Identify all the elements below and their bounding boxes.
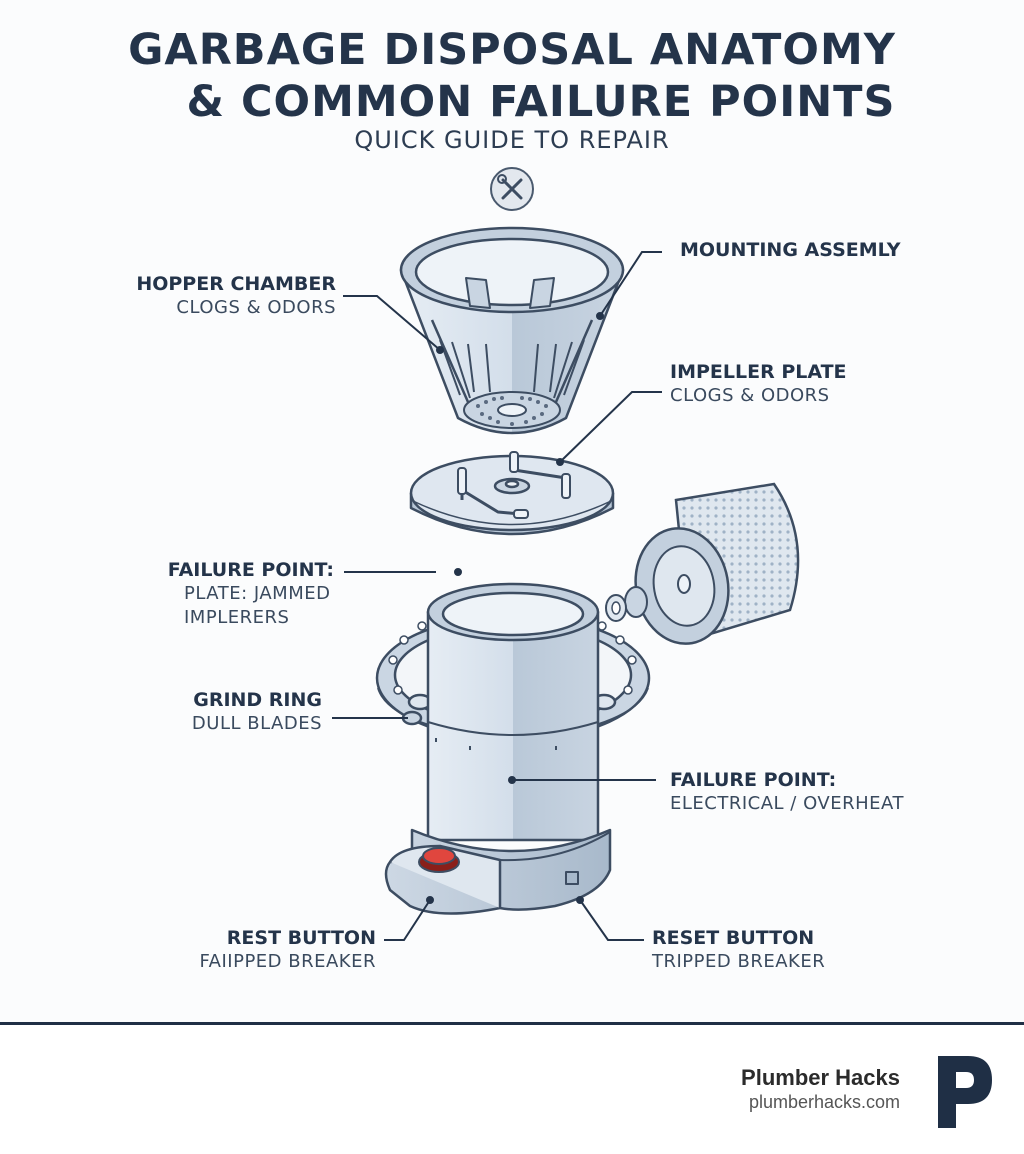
wrench-screwdriver-icon [490,167,534,211]
failure-electrical-issue: ELECTRICAL / OVERHEAT [670,793,904,814]
callout-failure-electrical: FAILURE POINT: ELECTRICAL / OVERHEAT [670,768,904,816]
page-title: GARBAGE DISPOSAL ANATOMY & COMMON FAILUR… [0,24,1024,128]
leader-lines [332,251,662,941]
impeller-plate-label: IMPELLER PLATE [670,361,847,383]
grind-ring-label: GRIND RING [193,689,322,711]
page-subtitle: QUICK GUIDE TO REPAIR [354,126,670,154]
callout-failure-plate: FAILURE POINT: PLATE: JAMMED IMPLERERS [100,558,334,630]
rest-button-issue: FAIIPPED BREAKER [199,951,376,972]
rest-button-label: REST BUTTON [226,927,376,949]
failure-plate-issue-2: IMPLERERS [184,607,290,628]
motor-mesh-cylinder [605,482,800,645]
callout-reset-button: RESET BUTTON TRIPPED BREAKER [652,926,825,974]
motor-housing [426,582,600,842]
footer-divider [0,1022,1024,1025]
grind-ring-issue: DULL BLADES [191,713,322,734]
hopper-chamber [399,226,625,435]
callout-mounting-assembly: MOUNTING ASSEMLY [680,238,901,262]
reset-button-label: RESET BUTTON [652,927,815,949]
exploded-diagram [332,226,800,941]
failure-plate-issue-1: PLATE: JAMMED [184,583,331,604]
disposal-base [384,828,612,915]
callout-hopper-chamber: HOPPER CHAMBER CLOGS & ODORS [110,272,336,320]
brand-name: Plumber Hacks [741,1065,900,1090]
callout-grind-ring: GRIND RING DULL BLADES [120,688,322,736]
callout-rest-button: REST BUTTON FAIIPPED BREAKER [150,926,376,974]
footer [0,1025,1024,1154]
impeller-plate-issue: CLOGS & ODORS [670,385,830,406]
title-line-1: GARBAGE DISPOSAL ANATOMY [128,25,896,75]
brand-url[interactable]: plumberhacks.com [748,1092,900,1112]
reset-button-issue: TRIPPED BREAKER [652,951,826,972]
failure-electrical-label: FAILURE POINT: [670,769,837,791]
title-line-2: & COMMON FAILURE POINTS [186,77,896,127]
hopper-chamber-issue: CLOGS & ODORS [176,297,336,318]
hopper-chamber-label: HOPPER CHAMBER [136,273,336,295]
callout-impeller-plate: IMPELLER PLATE CLOGS & ODORS [670,360,847,408]
impeller-plate [409,451,615,536]
plumber-hacks-logo-icon [938,1056,992,1128]
mounting-assembly-label: MOUNTING ASSEMLY [680,239,901,261]
failure-plate-label: FAILURE POINT: [167,559,334,581]
